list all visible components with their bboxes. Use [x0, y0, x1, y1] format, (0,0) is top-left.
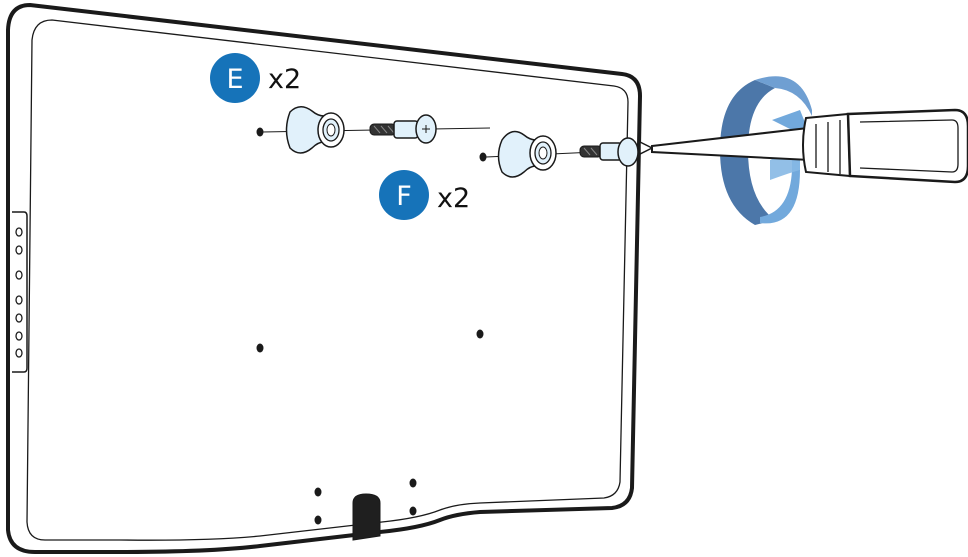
- mounting-holes: [256, 127, 487, 525]
- side-port: [15, 295, 23, 305]
- callout-f-badge: [379, 170, 429, 220]
- callout-f-quantity: x2: [437, 183, 470, 214]
- spacer-e-right: [497, 130, 557, 178]
- side-port: [15, 348, 23, 358]
- side-port: [15, 331, 23, 341]
- mounting-hole: [256, 127, 264, 137]
- callout-f-letter: F: [396, 181, 412, 212]
- side-connector-panel: [12, 211, 28, 373]
- mounting-hole: [256, 343, 264, 353]
- side-port: [15, 313, 23, 323]
- mounting-hole: [314, 487, 322, 497]
- callout-e: E x2: [210, 53, 301, 103]
- mounting-hole: [476, 329, 484, 339]
- mounting-hole: [409, 506, 417, 516]
- side-port: [15, 227, 23, 237]
- stand-slot: [352, 493, 381, 541]
- callout-f: F x2: [379, 170, 470, 220]
- callout-e-letter: E: [226, 64, 243, 95]
- tv-back-panel: [6, 3, 642, 554]
- side-port: [15, 270, 23, 280]
- mounting-hole: [479, 152, 487, 162]
- side-port: [15, 245, 23, 255]
- callout-e-badge: [210, 53, 260, 103]
- mounting-hole: [314, 515, 322, 525]
- mounting-hole: [409, 478, 417, 488]
- screw-f-left: [369, 114, 437, 144]
- spacer-e-left: [285, 106, 345, 154]
- screwdriver-icon: [639, 108, 968, 184]
- callout-e-quantity: x2: [268, 64, 301, 95]
- screw-f-right: [579, 137, 639, 167]
